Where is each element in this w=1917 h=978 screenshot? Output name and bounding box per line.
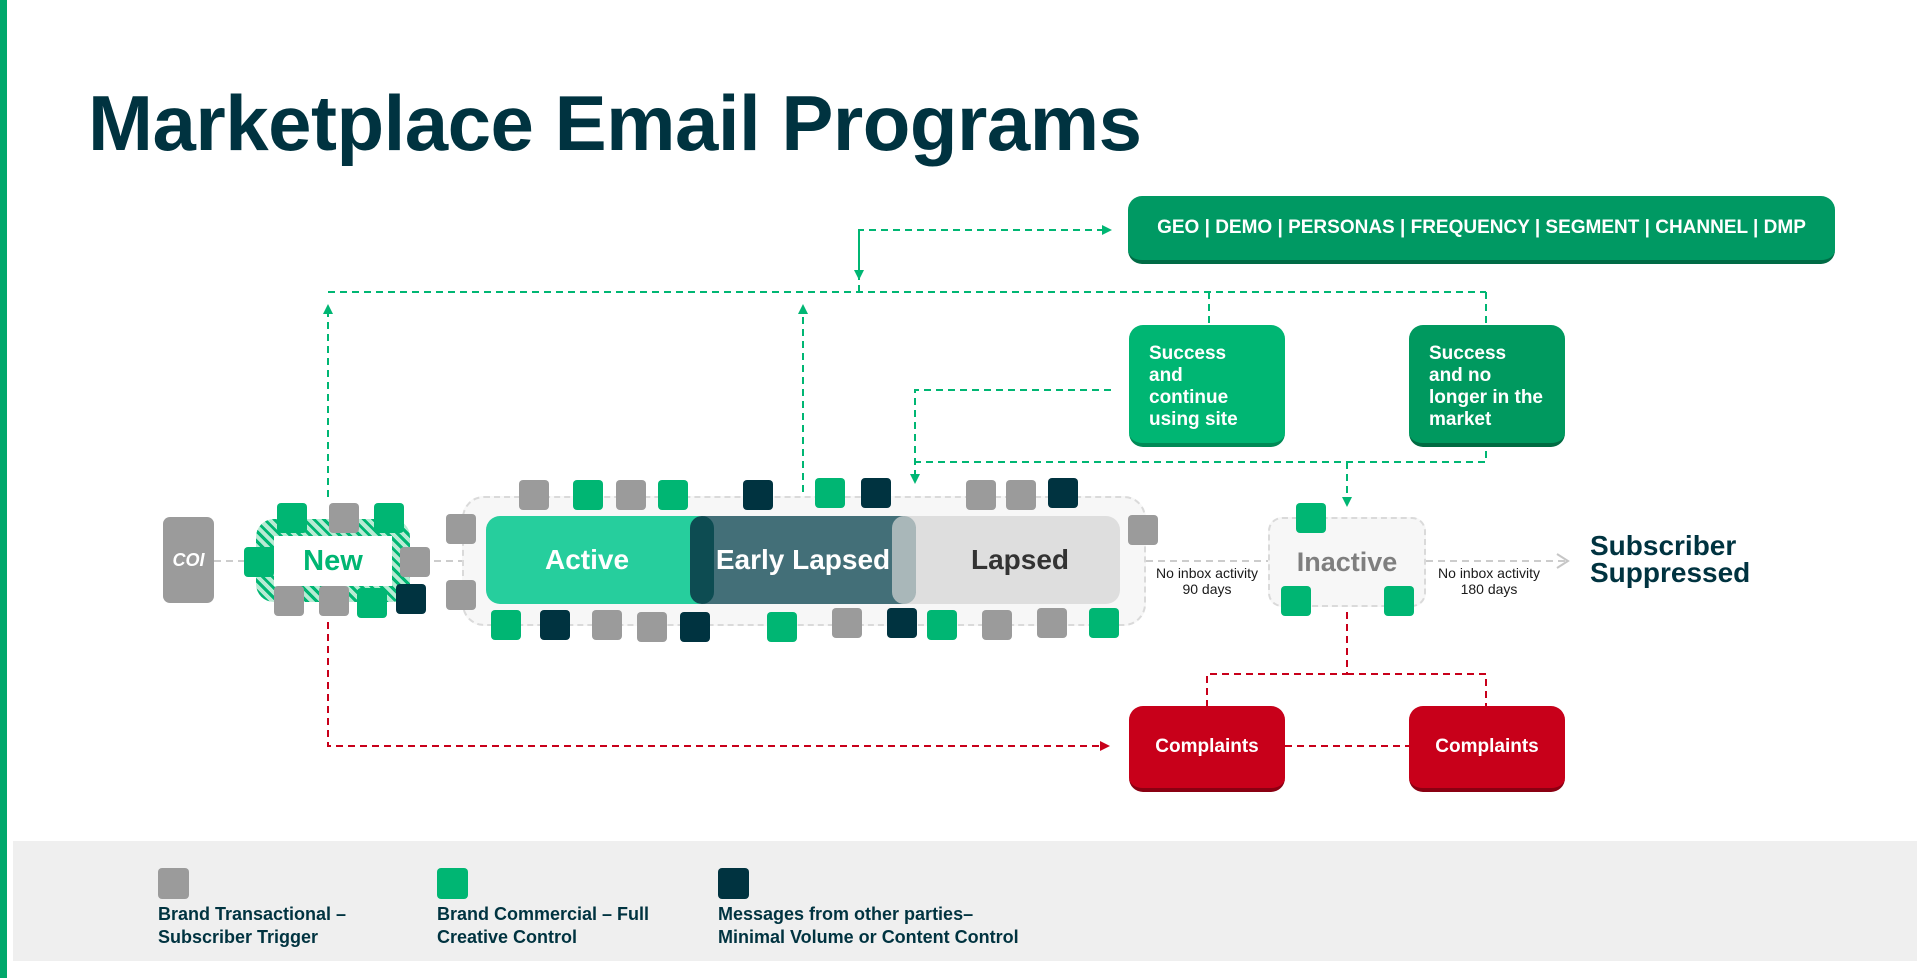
message-square <box>1048 478 1078 508</box>
legend-line: Brand Transactional – <box>158 904 347 924</box>
legend-text: Brand Commercial – Full Creative Control <box>437 903 757 949</box>
inactivity-note-days: 90 days <box>1182 581 1232 597</box>
segmentation-box: GEO | DEMO | PERSONAS | FREQUENCY | SEGM… <box>1128 196 1835 264</box>
complaints-box-inactive: Complaints <box>1409 706 1565 792</box>
message-square <box>832 608 862 638</box>
legend-line: Creative Control <box>437 927 578 947</box>
stage-lapsed: Lapsed <box>880 516 1120 604</box>
message-square <box>400 547 430 577</box>
message-square <box>861 478 891 508</box>
message-square <box>767 612 797 642</box>
success-continue-box: Success and continue using site <box>1129 325 1285 447</box>
message-square <box>357 588 387 618</box>
message-square <box>616 480 646 510</box>
complaint-line-new <box>327 622 1110 751</box>
message-square <box>982 610 1012 640</box>
legend-line: Subscriber Trigger <box>158 927 319 947</box>
message-square <box>887 608 917 638</box>
message-square <box>277 503 307 533</box>
message-square <box>1037 608 1067 638</box>
message-square <box>966 480 996 510</box>
message-square <box>637 612 667 642</box>
legend-text: Brand Transactional – Subscriber Trigger <box>158 903 478 949</box>
message-square <box>319 586 349 616</box>
inactivity-note-line: No inbox activity <box>1438 565 1540 581</box>
message-square <box>491 610 521 640</box>
message-square <box>815 478 845 508</box>
legend-swatch <box>718 868 749 899</box>
message-square <box>592 610 622 640</box>
message-square <box>1006 480 1036 510</box>
message-square <box>540 610 570 640</box>
legend-line: Minimal Volume or Content Control <box>718 927 1019 947</box>
message-square <box>519 480 549 510</box>
segment-arrow <box>858 225 1112 292</box>
coi-stage: COI <box>163 517 214 603</box>
legend-band <box>13 841 1917 961</box>
legend-text: Messages from other parties– Minimal Vol… <box>718 903 1038 949</box>
message-square <box>1281 586 1311 616</box>
stage-divider-grey <box>892 516 916 604</box>
message-square <box>446 514 476 544</box>
message-square <box>274 586 304 616</box>
complaint-line-inactive-2 <box>1347 673 1487 706</box>
message-square <box>1384 586 1414 616</box>
success-left-market-box: Success and no longer in the market <box>1409 325 1565 447</box>
legend-line: Brand Commercial – Full <box>437 904 650 924</box>
inactivity-note-90: No inbox activity 90 days <box>1147 565 1267 597</box>
accent-bar <box>0 0 7 978</box>
message-square <box>743 480 773 510</box>
message-square <box>1128 515 1158 545</box>
inactivity-note-180: No inbox activity 180 days <box>1429 565 1549 597</box>
message-square <box>927 610 957 640</box>
message-square <box>680 612 710 642</box>
inactivity-note-days: 180 days <box>1460 581 1518 597</box>
message-square <box>329 503 359 533</box>
inactivity-note-line: No inbox activity <box>1156 565 1258 581</box>
success-1-return <box>910 389 1111 484</box>
message-square <box>658 480 688 510</box>
legend-line: Messages from other parties– <box>718 904 974 924</box>
suppressed-line-2: Suppressed <box>1590 557 1751 588</box>
subscriber-suppressed: Subscriber Suppressed <box>1590 530 1790 588</box>
success-2-return <box>915 451 1487 463</box>
message-square <box>396 584 426 614</box>
complaints-box-new: Complaints <box>1129 706 1285 792</box>
stage-active: Active <box>486 516 712 604</box>
message-square <box>244 547 274 577</box>
message-square <box>1089 608 1119 638</box>
legend-swatch <box>158 868 189 899</box>
page-title: Marketplace Email Programs <box>88 79 1142 167</box>
legend-swatch <box>437 868 468 899</box>
stage-divider-dark <box>690 516 714 604</box>
complaint-line-inactive <box>1206 612 1348 706</box>
message-square <box>374 503 404 533</box>
stage-early-lapsed: Early Lapsed <box>690 516 916 604</box>
message-square <box>446 580 476 610</box>
suppressed-line-1: Subscriber <box>1590 530 1737 561</box>
new-stage-label: New <box>274 536 392 586</box>
message-square <box>1296 503 1326 533</box>
message-square <box>573 480 603 510</box>
